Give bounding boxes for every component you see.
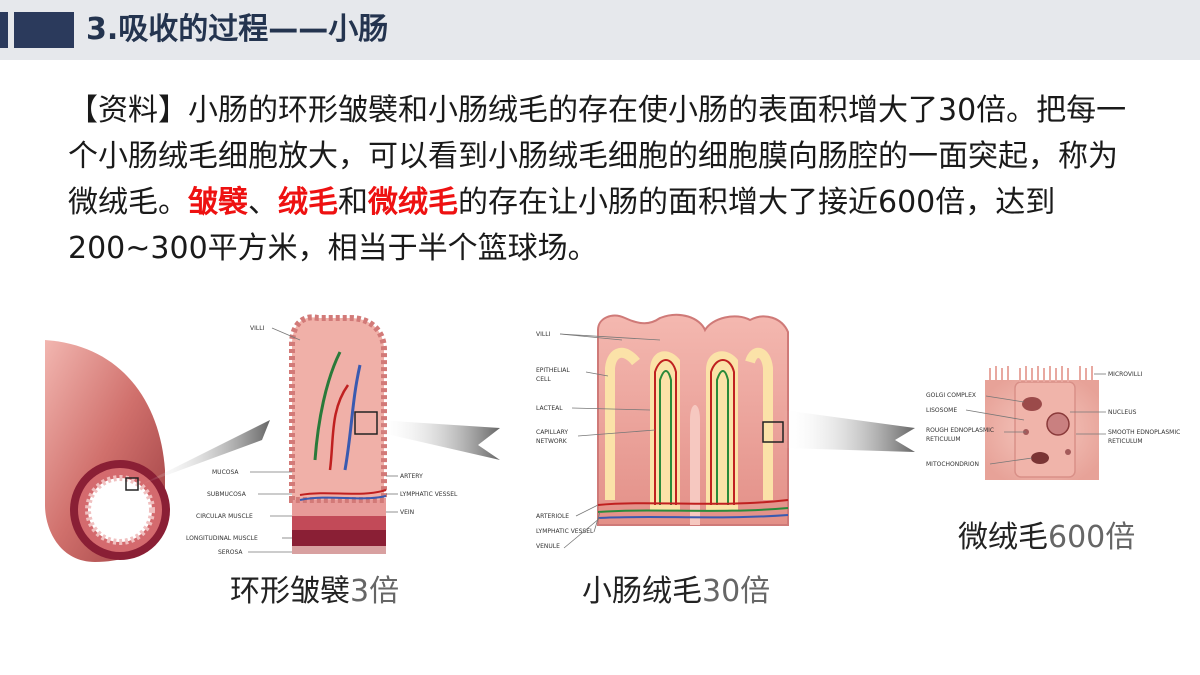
circular-muscle-layer [292, 530, 386, 546]
label-lisosome: LISOSOME [926, 407, 957, 414]
folds-panel: VILLI MUCOSA SUBMUCOSA CIRCULAR MUSCLE L… [45, 317, 500, 562]
submucosa-layer [292, 516, 386, 530]
caption-microvilli: 微绒毛600倍 [958, 512, 1135, 556]
title-accent-block [14, 12, 74, 48]
microvilli-panel: GOLGI COMPLEX LISOSOME ROUGH EDNOPLASMIC… [926, 366, 1180, 480]
mitochondrion [1031, 452, 1049, 464]
label-smooth-er-2: RETICULUM [1108, 438, 1143, 445]
title-bar: 3.吸收的过程——小肠 [0, 0, 1200, 60]
nucleus [1047, 413, 1069, 435]
label-nucleus: NUCLEUS [1108, 409, 1137, 416]
caption-folds: 环形皱襞3倍 [230, 566, 399, 610]
page-title: 3.吸收的过程——小肠 [86, 10, 388, 50]
highlight-microvilli: 微绒毛 [368, 185, 458, 220]
microvilli-brush [990, 366, 1092, 382]
label-rough-er-2: RETICULUM [926, 436, 961, 443]
label-mitochondrion: MITOCHONDRION [926, 461, 979, 468]
label-arteriole: ARTERIOLE [536, 513, 569, 520]
label-cell: CELL [536, 376, 551, 383]
caption-folds-name: 环形皱襞 [230, 574, 350, 609]
caption-folds-factor: 3倍 [350, 574, 399, 609]
label-longitudinal-muscle: LONGITUDINAL MUSCLE [186, 535, 258, 542]
label-rough-er: ROUGH EDNOPLASMIC [926, 427, 994, 434]
label-microvilli: MICROVILLI [1108, 371, 1142, 378]
title-accent-stripe [0, 12, 8, 48]
label-villi-1: VILLI [250, 325, 265, 332]
label-golgi: GOLGI COMPLEX [926, 392, 976, 399]
label-network: NETWORK [536, 438, 568, 445]
villi-panel: VILLI EPITHELIAL CELL LACTEAL CAPILLARY … [536, 315, 915, 550]
highlight-folds: 皱襞 [188, 185, 248, 220]
caption-villi-factor: 30倍 [702, 574, 770, 609]
tube-lumen [88, 478, 152, 542]
highlight-villi: 绒毛 [278, 185, 338, 220]
label-submucosa: SUBMUCOSA [207, 491, 247, 498]
caption-microvilli-name: 微绒毛 [958, 520, 1048, 555]
resource-paragraph: 【资料】小肠的环形皱襞和小肠绒毛的存在使小肠的表面积增大了30倍。把每一个小肠绒… [68, 88, 1138, 272]
label-lymphatic-2: LYMPHATIC VESSEL [536, 528, 594, 535]
label-capillary: CAPILLARY [536, 429, 568, 436]
caption-villi: 小肠绒毛30倍 [582, 566, 770, 610]
label-circular-muscle: CIRCULAR MUSCLE [196, 513, 253, 520]
label-artery-1: ARTERY [400, 473, 423, 480]
paragraph-sep-2: 和 [338, 185, 368, 220]
label-mucosa: MUCOSA [212, 469, 239, 476]
caption-villi-name: 小肠绒毛 [582, 574, 702, 609]
caption-microvilli-factor: 600倍 [1048, 520, 1135, 555]
label-epithelial: EPITHELIAL [536, 367, 570, 374]
label-lymphatic-1: LYMPHATIC VESSEL [400, 491, 458, 498]
crypt [690, 405, 700, 525]
label-vein-1: VEIN [400, 509, 414, 516]
label-villi-2: VILLI [536, 331, 551, 338]
paragraph-sep-1: 、 [248, 185, 278, 220]
zoom-arrow-3 [783, 410, 915, 452]
golgi [1022, 397, 1042, 411]
label-serosa: SEROSA [218, 549, 243, 556]
serosa-layer [292, 546, 386, 554]
label-venule: VENULE [536, 543, 560, 550]
label-smooth-er: SMOOTH EDNOPLASMIC [1108, 429, 1180, 436]
label-lacteal: LACTEAL [536, 405, 563, 412]
zoom-arrow-2 [378, 420, 500, 460]
